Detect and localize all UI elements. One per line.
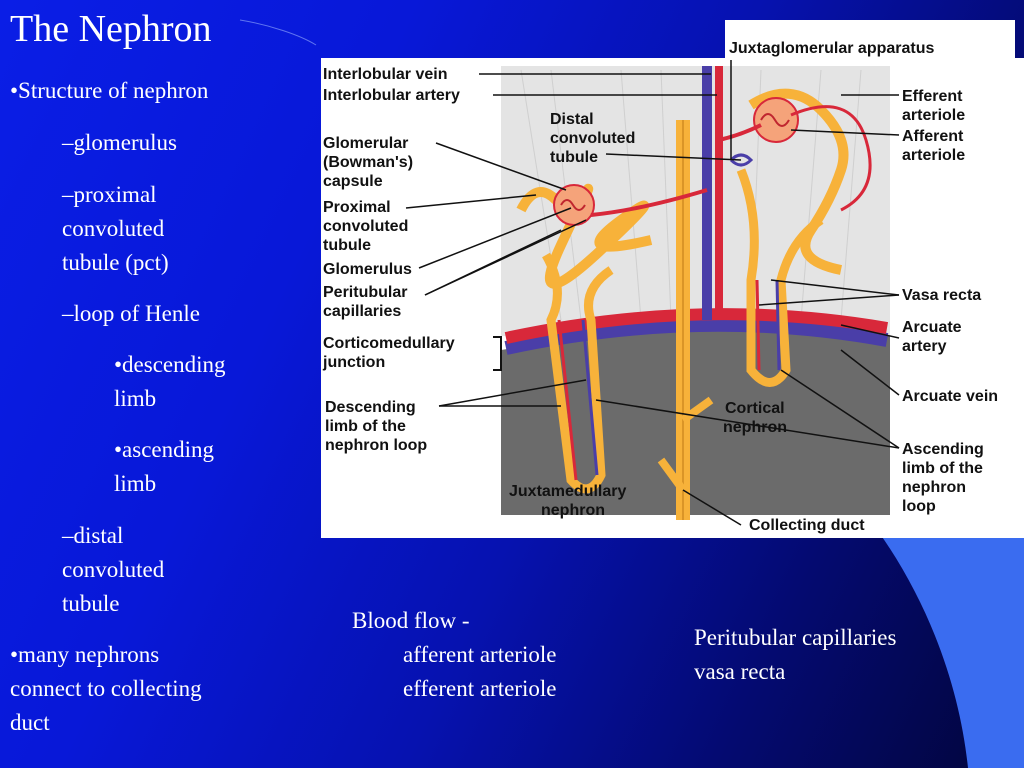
label-ascending-limb: nephron <box>902 479 966 496</box>
cortical-nephron <box>718 88 872 387</box>
arcuate-artery-vessel <box>504 308 889 344</box>
label-distal: convoluted <box>550 130 635 147</box>
outline-item: tubule (pct) <box>62 250 169 275</box>
label-ascending-limb: loop <box>902 498 936 515</box>
label-glomerular-capsule: capsule <box>323 173 383 190</box>
label-corticomedullary: Corticomedullary <box>323 335 455 352</box>
label-peritubular: Peritubular <box>323 284 407 301</box>
capillaries-line: Peritubular capillaries <box>694 625 897 650</box>
capillaries-line: vasa recta <box>694 659 786 684</box>
outline-item: •ascending <box>114 437 215 462</box>
label-glomerular-capsule: (Bowman's) <box>323 154 413 171</box>
label-proximal: convoluted <box>323 218 408 235</box>
label-proximal: Proximal <box>323 199 391 216</box>
label-corticomedullary: junction <box>322 354 385 371</box>
outline-item: –loop of Henle <box>62 301 200 326</box>
label-juxtamedullary: nephron <box>541 502 605 519</box>
label-ascending-limb: Ascending <box>902 441 984 458</box>
label-arcuate-artery: artery <box>902 338 947 355</box>
outline-item: convoluted <box>62 557 165 582</box>
label-glomerular-capsule: Glomerular <box>323 135 408 152</box>
outline-item: convoluted <box>62 216 165 241</box>
label-arcuate-artery: Arcuate <box>902 319 962 336</box>
label-distal: Distal <box>550 111 594 128</box>
figure-panel-top <box>725 20 1015 60</box>
outline-item: •descending <box>114 352 226 377</box>
label-efferent-arteriole: Efferent <box>902 88 963 105</box>
label-juxtaglomerular-apparatus: Juxtaglomerular apparatus <box>729 40 935 57</box>
label-efferent-arteriole: arteriole <box>902 107 965 124</box>
outline-item: duct <box>10 710 50 735</box>
label-interlobular-vein: Interlobular vein <box>323 66 447 83</box>
label-descending-limb: nephron loop <box>325 437 427 454</box>
outline-item: limb <box>114 386 157 411</box>
label-distal: tubule <box>550 149 598 166</box>
outline-item: tubule <box>62 591 120 616</box>
label-vasa-recta: Vasa recta <box>902 287 981 304</box>
arcuate-vein-vessel <box>504 317 889 355</box>
label-arcuate-vein: Arcuate vein <box>902 388 998 405</box>
outline-item: •Structure of nephron <box>10 78 209 103</box>
swoosh-shape <box>870 520 1024 768</box>
label-collecting-duct: Collecting duct <box>749 517 865 534</box>
label-cortical-nephron: nephron <box>723 419 787 436</box>
label-proximal: tubule <box>323 237 371 254</box>
label-peritubular: capillaries <box>323 303 401 320</box>
swoosh-line <box>239 19 317 46</box>
label-cortical-nephron: Cortical <box>725 400 785 417</box>
label-glomerulus: Glomerulus <box>323 261 412 278</box>
blood-flow-heading: Blood flow - <box>352 608 470 633</box>
outline-item: limb <box>114 471 157 496</box>
outline-item: –glomerulus <box>62 130 177 155</box>
blood-flow-line: efferent arteriole <box>403 676 557 701</box>
label-afferent-arteriole: Afferent <box>902 128 964 145</box>
outline-item: –proximal <box>62 182 157 207</box>
label-juxtamedullary: Juxtamedullary <box>509 483 626 500</box>
outline-item: connect to collecting <box>10 676 202 701</box>
juxtamedullary-nephron <box>516 183 708 494</box>
outline-item: –distal <box>62 523 124 548</box>
label-descending-limb: limb of the <box>325 418 406 435</box>
blood-flow-line: afferent arteriole <box>403 642 557 667</box>
label-ascending-limb: limb of the <box>902 460 983 477</box>
label-interlobular-artery: Interlobular artery <box>323 87 460 104</box>
leader-lines <box>405 60 900 526</box>
nephron-diagram: Juxtaglomerular apparatus Interlobular v… <box>322 40 998 534</box>
slide-title: The Nephron <box>10 8 212 50</box>
label-afferent-arteriole: arteriole <box>902 147 965 164</box>
outline-item: •many nephrons <box>10 642 160 667</box>
label-descending-limb: Descending <box>325 399 416 416</box>
